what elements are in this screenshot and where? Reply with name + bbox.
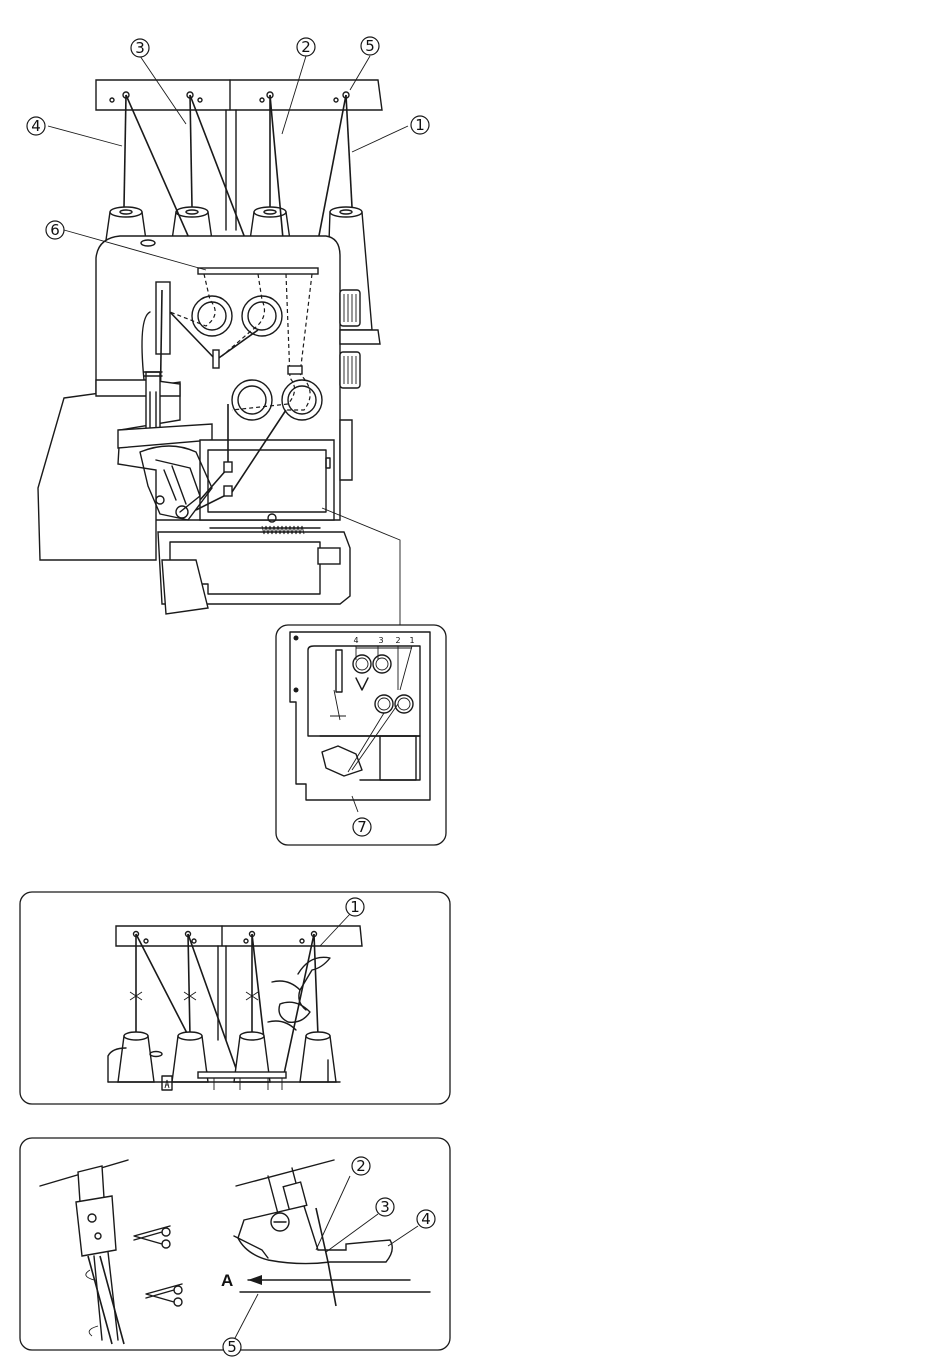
serger-main-drawing: [38, 80, 400, 625]
figure2-panel: 1: [20, 892, 450, 1104]
inset-number-4: 4: [353, 636, 358, 645]
figure3-panel: A 2 3 4 5: [20, 1138, 450, 1356]
figure3-callout-3: 3: [380, 1198, 390, 1216]
callout-7: 7: [357, 818, 367, 836]
threading-chart-inset: 4 3 2 1: [276, 625, 446, 845]
callout-6: 6: [50, 221, 60, 239]
figure2-callout-1: 1: [350, 898, 360, 916]
inset-number-1: 1: [409, 636, 414, 645]
inset-number-3: 3: [378, 636, 383, 645]
inset-number-2: 2: [395, 636, 400, 645]
figure3-callout-2: 2: [356, 1157, 366, 1175]
callout-5: 5: [365, 37, 375, 55]
callout-3: 3: [135, 39, 145, 57]
arrow-label-a: A: [221, 1271, 233, 1290]
figure3-callout-5: 5: [227, 1338, 237, 1356]
figure3-callout-4: 4: [421, 1210, 431, 1228]
callout-4: 4: [31, 117, 41, 135]
callout-2: 2: [301, 38, 311, 56]
callout-1: 1: [415, 116, 425, 134]
